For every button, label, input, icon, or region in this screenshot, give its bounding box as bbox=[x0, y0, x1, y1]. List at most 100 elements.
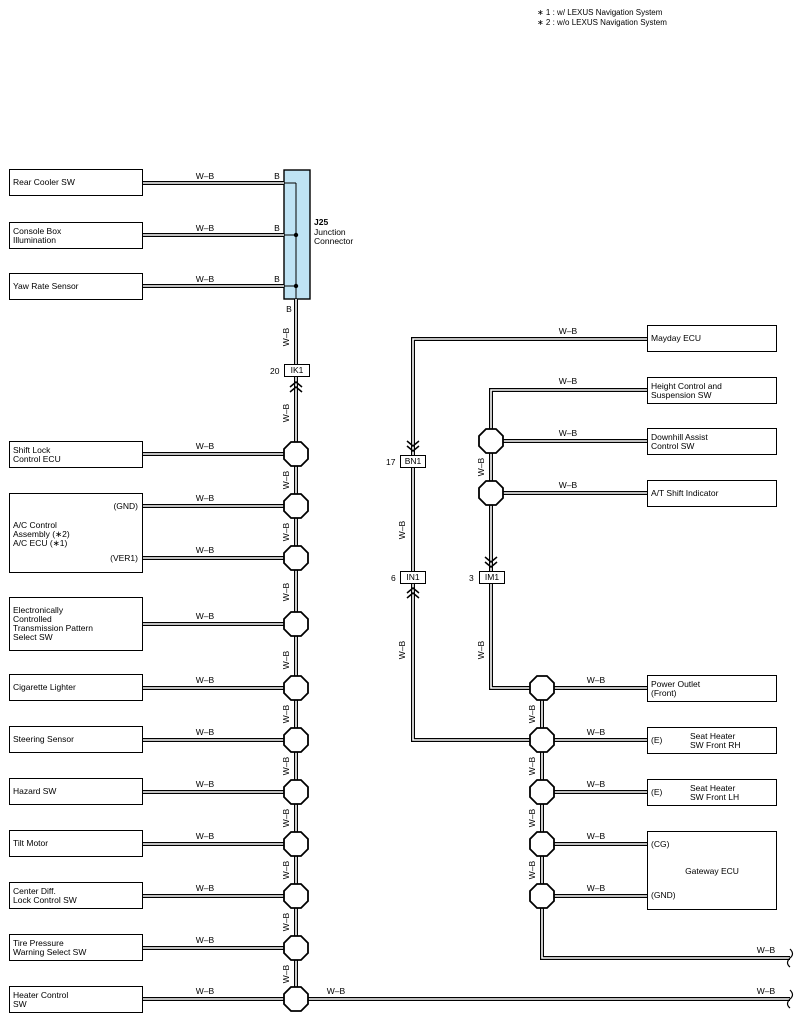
junction-name: Junction Connector bbox=[314, 226, 354, 246]
transmission-pattern-select-sw: Electronically Controlled Transmission P… bbox=[9, 597, 143, 651]
wire-im1-to-splice-core bbox=[490, 584, 542, 689]
wire-color-label: W–B bbox=[587, 831, 606, 841]
arrow-down-icon bbox=[406, 445, 420, 452]
junction-dot bbox=[293, 232, 299, 238]
wire-in1-to-splice bbox=[411, 584, 542, 742]
wire-color-label: W–B bbox=[527, 808, 537, 827]
steering-sensor: Steering Sensor bbox=[9, 726, 143, 753]
component-label: Tire Pressure Warning Select SW bbox=[13, 938, 87, 957]
at-shift-indicator: A/T Shift Indicator bbox=[647, 480, 777, 507]
wire-color-label: W–B bbox=[281, 756, 291, 775]
wire-color-label: W–B bbox=[281, 704, 291, 723]
wire-color-label: W–B bbox=[196, 274, 215, 284]
component-label: Rear Cooler SW bbox=[13, 177, 75, 187]
wire-color-label: W–B bbox=[476, 457, 486, 476]
seat-heater-sw-front-rh: (E) Seat Heater SW Front RH bbox=[647, 727, 777, 754]
wire-color-label: W–B bbox=[281, 522, 291, 541]
wire-color-label: W–B bbox=[281, 912, 291, 931]
wire-color-label: W–B bbox=[587, 779, 606, 789]
wire-height-control-core bbox=[490, 389, 647, 571]
wire-break-mark bbox=[786, 989, 794, 1009]
component-label: Tilt Motor bbox=[13, 838, 49, 848]
wire-color-label: W–B bbox=[281, 403, 291, 422]
center-diff-lock-control-sw: Center Diff. Lock Control SW bbox=[9, 882, 143, 909]
wire-color-label: W–B bbox=[587, 883, 606, 893]
connector-im1-pin: 3 bbox=[469, 573, 474, 583]
wire-mayday bbox=[411, 337, 647, 455]
wire-color-label: W–B bbox=[559, 376, 578, 386]
wire-color-label: W–B bbox=[196, 831, 215, 841]
rear-cooler-sw: Rear Cooler SW bbox=[9, 169, 143, 196]
wire-color-label: W–B bbox=[559, 480, 578, 490]
pin-e: (E) bbox=[651, 735, 663, 745]
wire-color-label: W–B bbox=[196, 675, 215, 685]
arrow-up-icon bbox=[289, 381, 303, 388]
connector-im1: IM1 bbox=[479, 571, 505, 584]
cigarette-lighter: Cigarette Lighter bbox=[9, 674, 143, 701]
note-1: ∗ 1 : w/ LEXUS Navigation System bbox=[537, 8, 663, 17]
splice-point bbox=[283, 935, 309, 961]
component-label: Hazard SW bbox=[13, 786, 57, 796]
wire-color-label: B bbox=[274, 274, 280, 284]
wire-in1-to-splice-core bbox=[412, 584, 542, 741]
wire-color-label: W–B bbox=[196, 171, 215, 181]
wire-color-label: W–B bbox=[196, 223, 215, 233]
splice-point bbox=[283, 883, 309, 909]
splice-point bbox=[529, 675, 555, 701]
connector-bn1: BN1 bbox=[400, 455, 426, 468]
wire-color-label: W–B bbox=[281, 582, 291, 601]
wire-color-label: W–B bbox=[397, 640, 407, 659]
wire-break-mark bbox=[786, 948, 794, 968]
tire-pressure-warning-select-sw: Tire Pressure Warning Select SW bbox=[9, 934, 143, 961]
hazard-sw: Hazard SW bbox=[9, 778, 143, 805]
pin-gnd: (GND) bbox=[651, 890, 676, 900]
splice-point bbox=[478, 480, 504, 506]
splice-point bbox=[283, 986, 309, 1012]
splice-point bbox=[478, 428, 504, 454]
mayday-ecu: Mayday ECU bbox=[647, 325, 777, 352]
component-label: Downhill Assist Control SW bbox=[651, 432, 708, 451]
splice-point bbox=[283, 727, 309, 753]
wires bbox=[143, 181, 790, 1001]
pin-ver1: (VER1) bbox=[110, 553, 138, 563]
wire-color-label: W–B bbox=[527, 756, 537, 775]
component-label: Mayday ECU bbox=[651, 333, 702, 343]
wire-color-label: B bbox=[274, 171, 280, 181]
connector-bn1-pin: 17 bbox=[386, 457, 396, 467]
splice-point bbox=[529, 727, 555, 753]
ac-control-assembly: A/C Control Assembly (∗2) A/C ECU (∗1) (… bbox=[9, 493, 143, 573]
splice-point bbox=[283, 493, 309, 519]
splice-point bbox=[283, 545, 309, 571]
arrow-up-icon bbox=[406, 587, 420, 594]
wire-color-label: W–B bbox=[527, 860, 537, 879]
arrow-down-icon bbox=[484, 561, 498, 568]
connector-in1-pin: 6 bbox=[391, 573, 396, 583]
component-label: Power Outlet (Front) bbox=[651, 679, 701, 698]
splice-point bbox=[529, 883, 555, 909]
wire-color-label: W–B bbox=[196, 883, 215, 893]
wire-color-label: W–B bbox=[196, 779, 215, 789]
arrow-up-icon bbox=[289, 386, 303, 393]
component-label: Shift Lock Control ECU bbox=[13, 445, 61, 464]
wire-color-label: W–B bbox=[397, 520, 407, 539]
wire-color-label: W–B bbox=[476, 640, 486, 659]
heater-control-sw: Heater Control SW bbox=[9, 986, 143, 1013]
junction-dot bbox=[293, 283, 299, 289]
wire-color-label: B bbox=[274, 223, 280, 233]
wire-color-label: W–B bbox=[327, 986, 346, 996]
wire-color-label: W–B bbox=[559, 326, 578, 336]
junction-label: J25 Junction Connector bbox=[314, 217, 354, 247]
wire-color-label: W–B bbox=[757, 986, 776, 996]
connector-in1: IN1 bbox=[400, 571, 426, 584]
wire-right-bus-core bbox=[541, 688, 790, 959]
wire-color-label: W–B bbox=[587, 675, 606, 685]
wire-color-label: W–B bbox=[281, 808, 291, 827]
component-label: Steering Sensor bbox=[13, 734, 74, 744]
component-label: Cigarette Lighter bbox=[13, 682, 76, 692]
splice-point bbox=[283, 831, 309, 857]
height-control-suspension-sw: Height Control and Suspension SW bbox=[647, 377, 777, 404]
gateway-ecu: (CG) Gateway ECU (GND) bbox=[647, 831, 777, 910]
wire-color-label: W–B bbox=[196, 441, 215, 451]
connector-ik1-pin: 20 bbox=[270, 366, 280, 376]
